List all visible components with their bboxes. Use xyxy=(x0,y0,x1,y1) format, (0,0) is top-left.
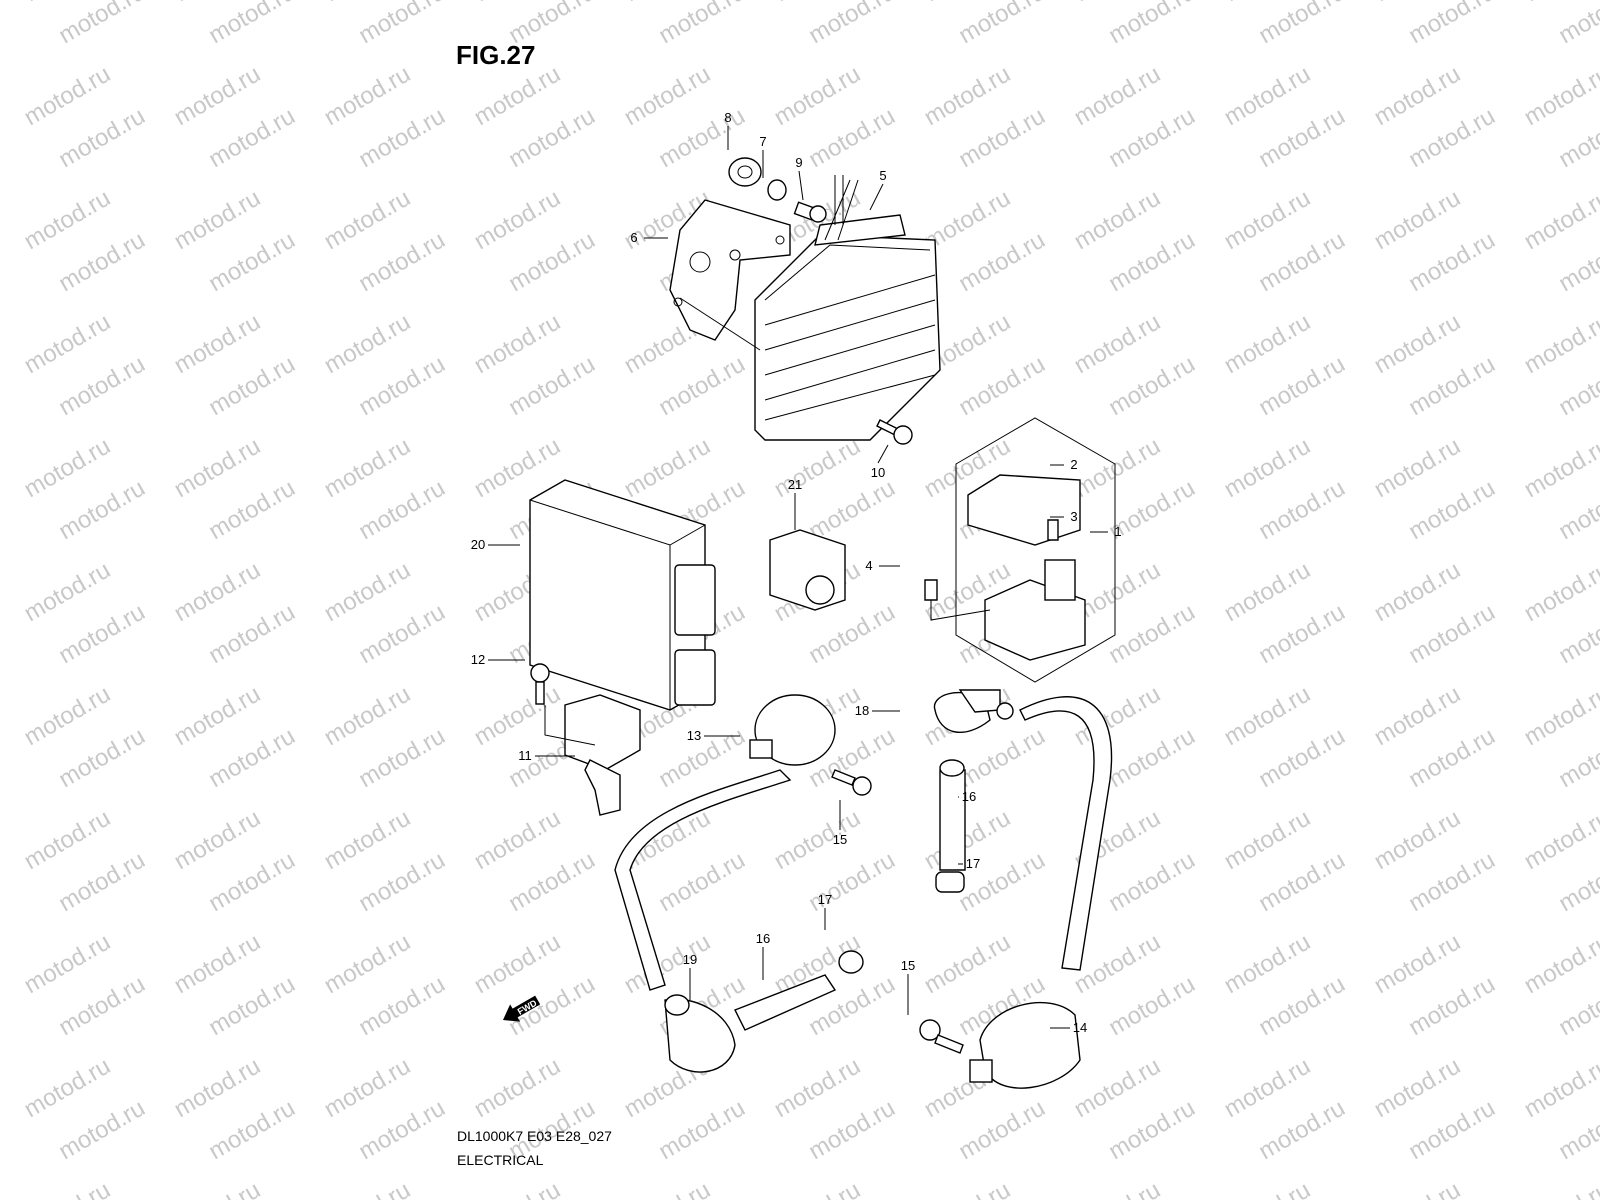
callout-number: 11 xyxy=(518,748,532,763)
callout-number: 15 xyxy=(833,832,847,847)
ignition-coil-rear xyxy=(979,1001,1081,1089)
callout-number: 4 xyxy=(865,558,872,573)
callout-number: 12 xyxy=(471,652,485,667)
callout-number: 6 xyxy=(630,230,637,245)
callout-number: 17 xyxy=(966,856,980,871)
callout-number: 7 xyxy=(759,134,766,149)
callout-number: 1 xyxy=(1114,524,1121,539)
callout-number: 2 xyxy=(1070,457,1077,472)
callout-number: 19 xyxy=(683,952,697,967)
plug-cap-front xyxy=(664,998,736,1073)
callout-number: 17 xyxy=(818,892,832,907)
callout-number: 8 xyxy=(724,110,731,125)
section-name: ELECTRICAL xyxy=(457,1152,544,1168)
callout-number: 20 xyxy=(471,537,485,552)
callout-number: 13 xyxy=(687,728,701,743)
leader-line xyxy=(798,170,804,201)
bracket xyxy=(669,199,791,341)
callout-number: 14 xyxy=(1073,1020,1087,1035)
callout-number: 9 xyxy=(795,155,802,170)
leader-line xyxy=(877,444,889,464)
callout-number: 15 xyxy=(901,958,915,973)
relay-cover xyxy=(967,474,1081,546)
callout-number: 10 xyxy=(871,465,885,480)
callout-number: 5 xyxy=(879,168,886,183)
callout-number: 16 xyxy=(962,789,976,804)
figure-title: FIG.27 xyxy=(456,40,536,70)
fwd-arrow: FWD xyxy=(503,995,541,1022)
callout-number: 21 xyxy=(788,477,802,492)
callout-number: 3 xyxy=(1070,509,1077,524)
leader-line xyxy=(869,183,884,211)
regulator-rectifier xyxy=(754,175,941,441)
sensor xyxy=(564,694,641,771)
callout-labels: 8 7 9 5 6 10 2 3 1 21 20 4 12 18 13 11 16 15 17 17 16 19 15 14 xyxy=(471,110,1122,1035)
ignition-coil-front xyxy=(754,694,836,766)
model-code: DL1000K7 E03 E28_027 xyxy=(457,1128,612,1144)
callout-number: 16 xyxy=(756,931,770,946)
callout-number: 18 xyxy=(855,703,869,718)
